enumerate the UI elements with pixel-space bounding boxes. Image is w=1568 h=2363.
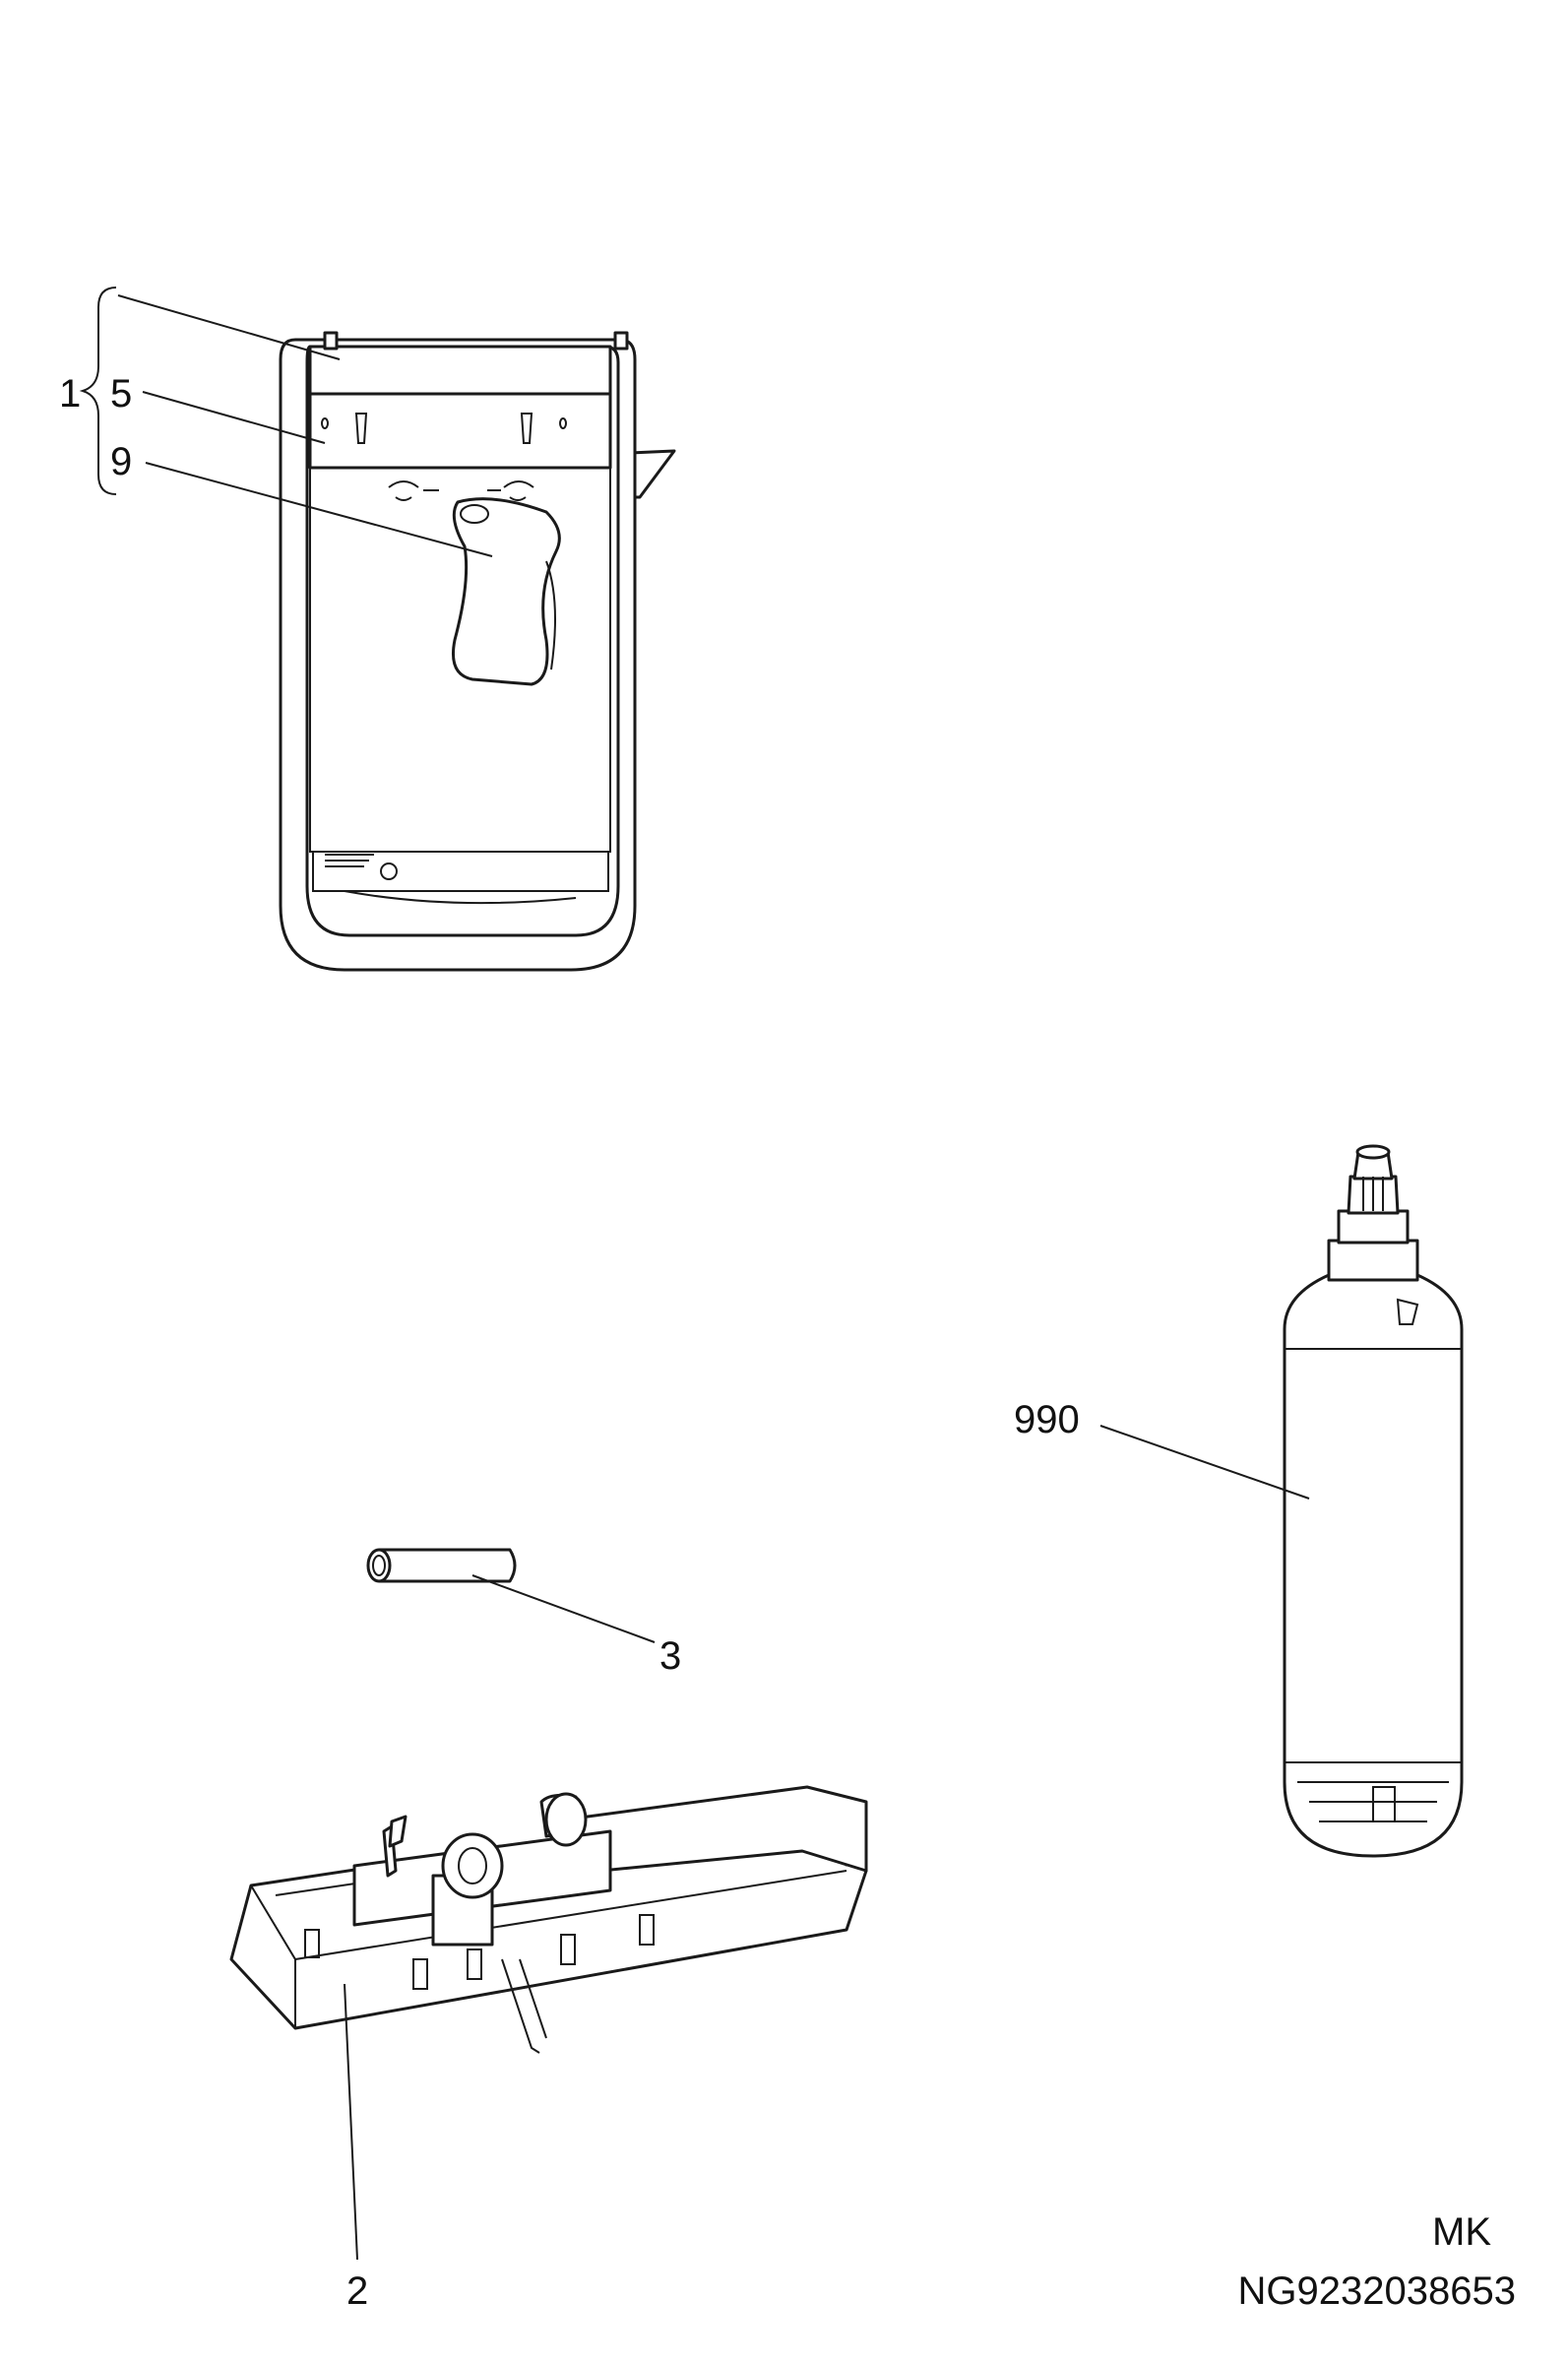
group-brace bbox=[79, 287, 117, 495]
callout-990: 990 bbox=[1014, 1398, 1080, 1441]
callout-9: 9 bbox=[110, 440, 132, 483]
footer-code: MK bbox=[1432, 2210, 1491, 2254]
drawing-number: NG9232038653 bbox=[1238, 2269, 1516, 2313]
dispenser-panel-assembly bbox=[279, 331, 676, 972]
valve-bracket-assembly bbox=[229, 1785, 868, 2054]
leader-part-3 bbox=[471, 1574, 656, 1643]
tube-part bbox=[366, 1548, 517, 1583]
leader-group-1 bbox=[117, 294, 341, 360]
callout-3: 3 bbox=[659, 1634, 681, 1678]
callout-5: 5 bbox=[110, 372, 132, 415]
leader-part-2 bbox=[344, 1983, 358, 2261]
leader-part-990 bbox=[1099, 1425, 1310, 1500]
water-filter-cartridge bbox=[1283, 1144, 1464, 1858]
leader-part-9 bbox=[145, 462, 493, 557]
leader-part-5 bbox=[142, 391, 326, 444]
callout-2: 2 bbox=[346, 2269, 368, 2313]
callout-1: 1 bbox=[59, 372, 81, 415]
